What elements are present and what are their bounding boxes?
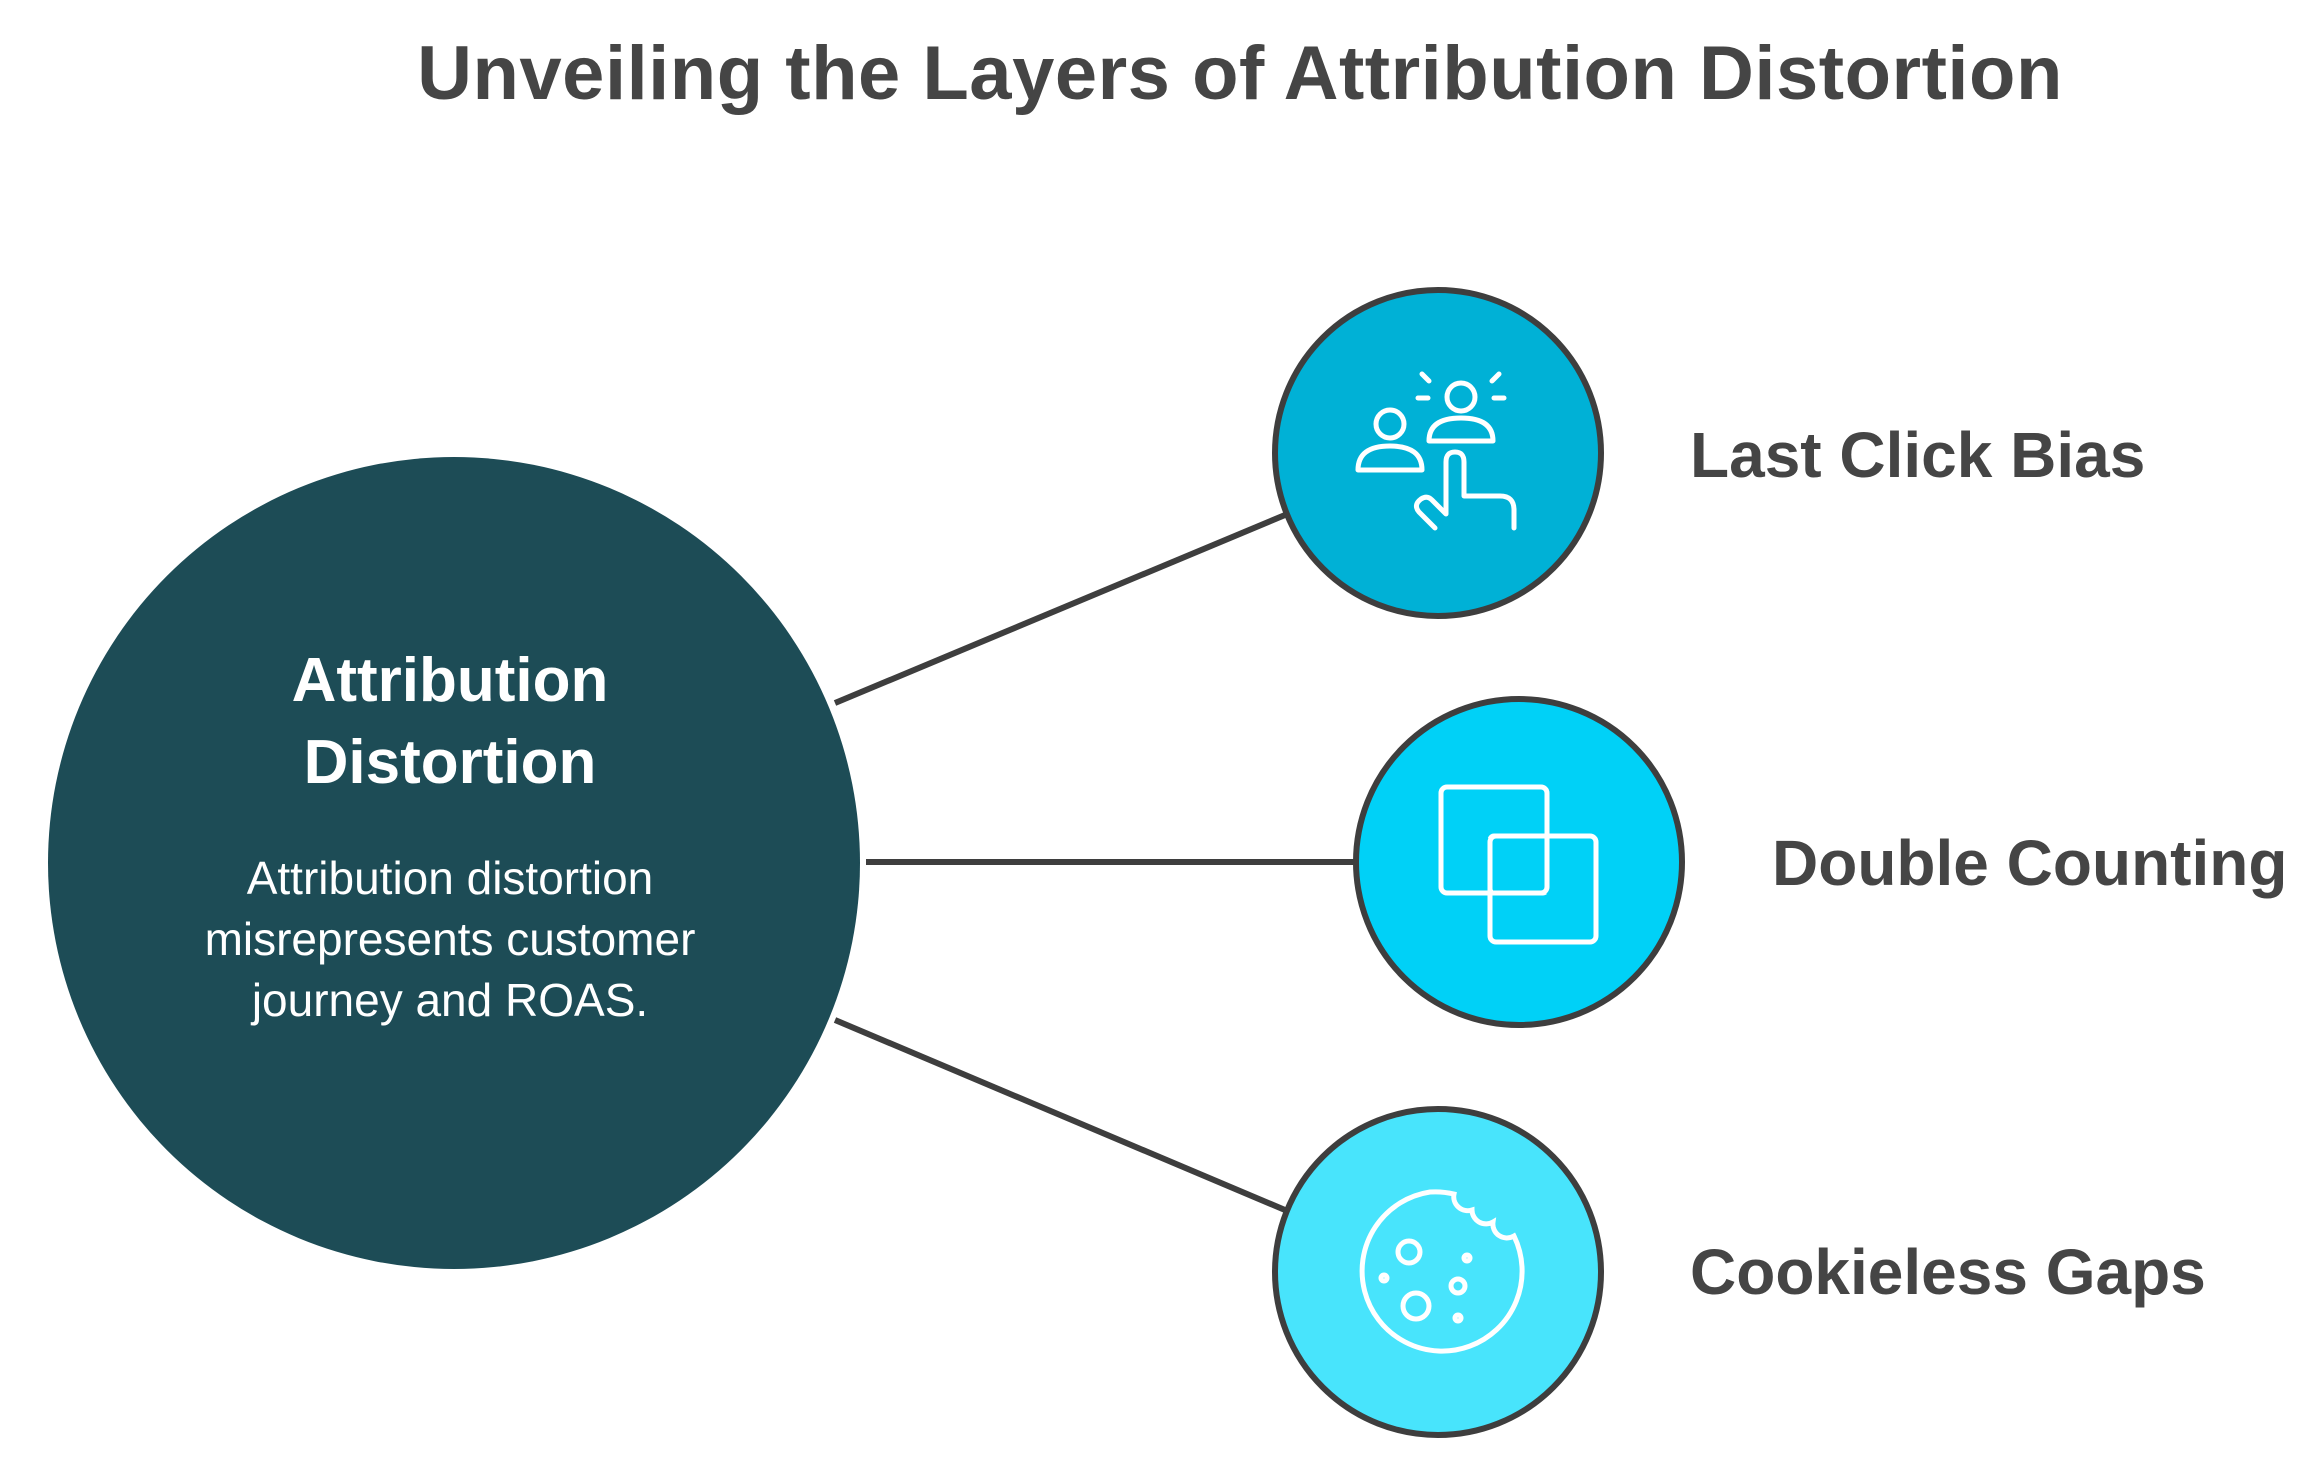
label-last-click-bias: Last Click Bias xyxy=(1690,419,2146,491)
node-circle-double-counting xyxy=(1353,696,1685,1028)
connector-last-click xyxy=(833,512,1287,706)
node-circle-last-click xyxy=(1272,287,1604,619)
central-circle xyxy=(48,457,860,1269)
center-heading: Attribution Distortion xyxy=(150,640,750,804)
center-description: Attribution distortion misrepresents cus… xyxy=(204,852,696,1026)
node-last-click-bias xyxy=(1272,287,1604,619)
label-double-counting: Double Counting xyxy=(1772,827,2288,899)
node-circle-cookieless xyxy=(1272,1106,1604,1438)
label-cookieless-gaps: Cookieless Gaps xyxy=(1690,1236,2206,1308)
node-double-counting xyxy=(1353,696,1685,1028)
center-heading-line2: Distortion xyxy=(303,728,597,797)
cookie-icon xyxy=(1359,1189,1525,1354)
overlapping-squares-icon xyxy=(1438,784,1599,945)
people-click-icon xyxy=(1355,371,1517,531)
node-cookieless-gaps xyxy=(1272,1106,1604,1438)
connector-cookieless xyxy=(833,1017,1287,1213)
center-heading-line1: Attribution xyxy=(291,646,609,715)
diagram-title: Unveiling the Layers of Attribution Dist… xyxy=(417,31,2063,116)
